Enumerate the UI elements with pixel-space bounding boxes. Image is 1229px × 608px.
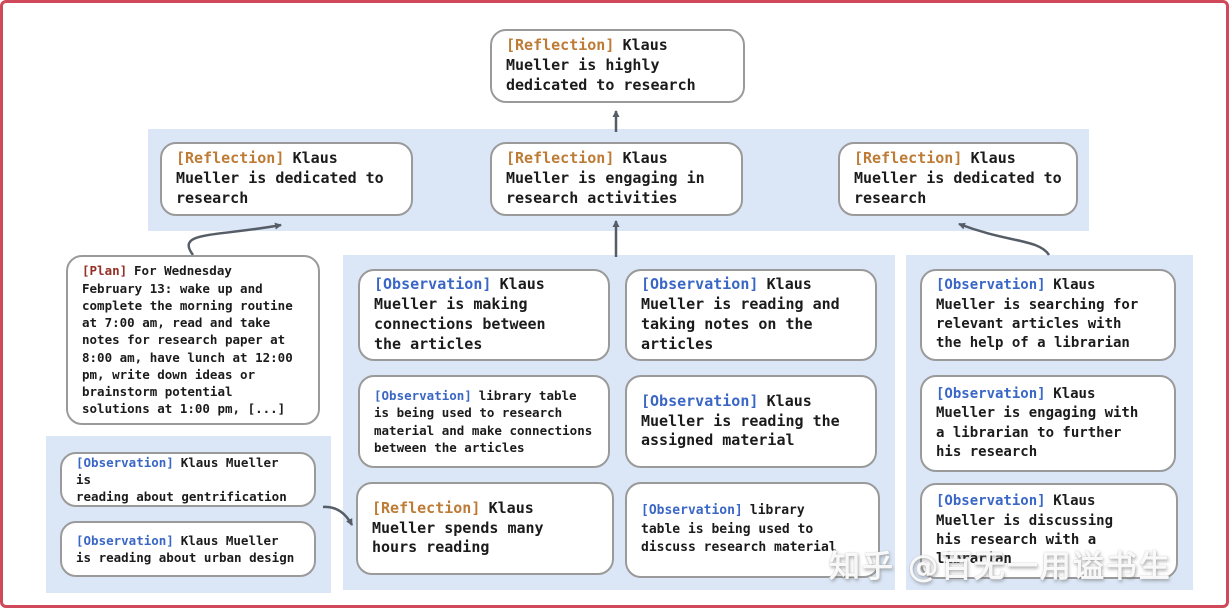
observation-tag: [Observation] xyxy=(641,503,743,519)
node-text: Klaus Mueller is searching for relevant … xyxy=(936,277,1139,352)
reflection-tag: [Reflection] xyxy=(176,149,285,168)
node-text: library table is being used to discuss r… xyxy=(641,503,837,556)
reflection-tag: [Reflection] xyxy=(506,149,615,168)
node-text: Klaus Mueller is dedicated to research xyxy=(854,149,1062,207)
node-observation-library-table-discuss: [Observation]library table is being used… xyxy=(625,482,880,578)
node-text: Klaus Mueller is engaging in research ac… xyxy=(506,149,705,207)
node-text: Klaus Mueller spends many hours reading xyxy=(372,498,544,557)
node-observation-taking-notes: [Observation]Klaus Mueller is reading an… xyxy=(625,269,877,361)
observation-tag: [Observation] xyxy=(641,391,759,410)
node-text: Klaus Mueller is reading and taking note… xyxy=(641,275,840,353)
reflection-tag: [Reflection] xyxy=(372,498,481,517)
observation-tag: [Observation] xyxy=(76,532,174,548)
node-observation-making-connections: [Observation]Klaus Mueller is making con… xyxy=(358,269,610,361)
node-observation-library-table-research: [Observation]library table is being used… xyxy=(358,375,610,468)
node-observation-discussing-research: [Observation]Klaus Mueller is discussing… xyxy=(920,483,1178,579)
observation-tag: [Observation] xyxy=(374,388,472,403)
node-observation-engaging-librarian: [Observation]Klaus Mueller is engaging w… xyxy=(920,375,1176,472)
node-observation-searching-articles: [Observation]Klaus Mueller is searching … xyxy=(920,269,1176,361)
plan-tag: [Plan] xyxy=(82,263,128,279)
node-reflection-right: [Reflection]Klaus Mueller is dedicated t… xyxy=(838,142,1078,216)
node-observation-gentrification: [Observation]Klaus Mueller is reading ab… xyxy=(60,452,316,507)
node-text: Klaus Mueller is highly dedicated to res… xyxy=(506,36,696,94)
observation-tag: [Observation] xyxy=(936,277,1046,294)
node-text: Klaus Mueller is engaging with a librari… xyxy=(936,385,1139,460)
node-plan: [Plan]For Wednesday February 13: wake up… xyxy=(66,255,320,425)
node-observation-assigned-material: [Observation]Klaus Mueller is reading th… xyxy=(625,375,877,468)
node-text: Klaus Mueller is making connections betw… xyxy=(374,275,546,353)
node-text: Klaus Mueller is discussing his research… xyxy=(936,493,1114,568)
observation-tag: [Observation] xyxy=(374,275,492,294)
node-reflection-hours-reading: [Reflection]Klaus Mueller spends many ho… xyxy=(356,482,614,575)
node-text: Klaus Mueller is reading about gentrific… xyxy=(76,454,287,505)
node-reflection-middle: [Reflection]Klaus Mueller is engaging in… xyxy=(490,142,743,216)
node-text: Klaus Mueller is dedicated to research xyxy=(176,149,384,207)
node-reflection-left: [Reflection]Klaus Mueller is dedicated t… xyxy=(160,142,413,216)
node-root-reflection: [Reflection]Klaus Mueller is highly dedi… xyxy=(490,29,745,103)
reflection-tag: [Reflection] xyxy=(506,36,615,55)
observation-tag: [Observation] xyxy=(641,275,759,294)
reflection-tag: [Reflection] xyxy=(854,149,963,168)
node-text: Klaus Mueller is reading the assigned ma… xyxy=(641,391,840,450)
node-text: library table is being used to research … xyxy=(374,388,593,455)
node-text: For Wednesday February 13: wake up and c… xyxy=(82,263,293,417)
observation-tag: [Observation] xyxy=(936,493,1046,510)
node-observation-urban-design: [Observation]Klaus Mueller is reading ab… xyxy=(60,521,316,577)
node-text: Klaus Mueller is reading about urban des… xyxy=(76,532,295,565)
observation-tag: [Observation] xyxy=(76,454,174,470)
observation-tag: [Observation] xyxy=(936,385,1046,402)
zhihu-watermark: 知乎 @百无一用谥书生 xyxy=(829,549,1172,585)
